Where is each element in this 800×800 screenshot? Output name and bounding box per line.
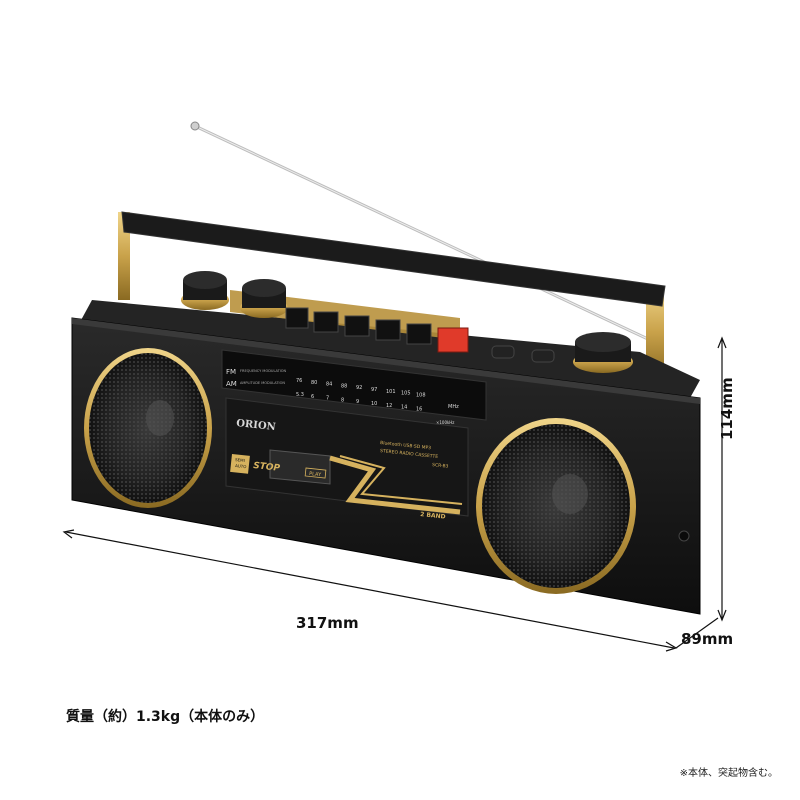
mhz-label: MHz xyxy=(448,404,459,410)
cassette-door[interactable]: ORION Bluetooth USB·SD MP3 STEREO RADIO … xyxy=(225,397,469,521)
fm-scale-tick-2: 84 xyxy=(326,382,332,388)
top-deck xyxy=(80,290,700,398)
am-scale: 5.3 6 7 8 9 10 12 14 16 xyxy=(296,392,422,412)
gold-stripe-decoration xyxy=(329,455,461,515)
fm-label: FM xyxy=(226,368,236,376)
fm-scale-tick-3: 88 xyxy=(341,383,347,389)
am-scale-tick-4: 9 xyxy=(356,399,359,405)
key-record[interactable] xyxy=(285,307,309,329)
height-dimension-label: 114mm xyxy=(718,377,736,440)
left-speaker xyxy=(84,348,212,508)
play-label-box xyxy=(304,467,327,479)
carry-handle xyxy=(118,211,666,378)
key-fast-forward[interactable] xyxy=(375,319,401,341)
function-button[interactable] xyxy=(491,345,515,359)
am-label: AM xyxy=(226,380,237,388)
tuner-panel: FM FREQUENCY MODULATION AM AMPLITUDE MOD… xyxy=(221,349,487,425)
brand-logo: ORION xyxy=(236,418,276,433)
fm-scale-tick-8: 108 xyxy=(416,392,426,398)
right-speaker xyxy=(476,418,636,594)
tone-knob[interactable] xyxy=(240,279,288,318)
footnote: ※本体、突起物含む。 xyxy=(679,768,778,779)
fm-scale-tick-7: 105 xyxy=(401,391,411,397)
weight-spec: 質量（約）1.3kg（本体のみ） xyxy=(66,709,265,725)
am-text: AMPLITUDE MODULATION xyxy=(240,381,285,385)
fm-scale-tick-4: 92 xyxy=(356,385,362,391)
tuning-knob[interactable] xyxy=(573,332,633,373)
am-scale-tick-7: 14 xyxy=(401,405,407,411)
fm-scale-tick-1: 80 xyxy=(311,380,317,386)
volume-knob[interactable] xyxy=(181,271,229,310)
fm-scale: 76 80 84 88 92 97 101 105 108 xyxy=(296,378,426,398)
am-scale-tick-5: 10 xyxy=(371,401,377,407)
auto-stop-badge xyxy=(230,454,250,474)
am-scale-tick-3: 8 xyxy=(341,397,344,403)
key-rewind[interactable] xyxy=(344,315,370,337)
band-label: 2 BAND xyxy=(420,511,446,521)
am-scale-tick-2: 7 xyxy=(326,396,329,402)
am-scale-tick-1: 6 xyxy=(311,394,314,400)
features-line1: Bluetooth USB·SD MP3 xyxy=(380,440,432,451)
key-play[interactable] xyxy=(313,311,339,333)
key-stop-eject[interactable] xyxy=(406,323,432,345)
fm-text: FREQUENCY MODULATION xyxy=(240,369,287,373)
depth-dimension-line xyxy=(675,617,719,649)
cassette-keys xyxy=(285,307,469,353)
antenna xyxy=(190,121,651,342)
auto-stop-line2: AUTO xyxy=(235,463,247,469)
top-small-buttons xyxy=(491,345,555,363)
key-pause[interactable] xyxy=(437,327,469,353)
am-scale-tick-0: 5.3 xyxy=(296,392,304,398)
am-scale-tick-8: 16 xyxy=(416,406,422,412)
fm-scale-tick-0: 76 xyxy=(296,378,302,384)
width-dimension-line xyxy=(65,531,675,649)
fm-scale-tick-5: 97 xyxy=(371,387,377,393)
khz-label: ×100kHz xyxy=(436,420,454,425)
auto-stop-line1: SEMI xyxy=(235,457,245,463)
fm-scale-tick-6: 101 xyxy=(386,389,396,395)
dimension-lines xyxy=(62,336,727,652)
side-jack[interactable] xyxy=(678,530,690,542)
am-scale-tick-6: 12 xyxy=(386,403,392,409)
model-number: SCR-B3 xyxy=(432,462,449,470)
band-switch[interactable] xyxy=(531,349,555,363)
play-label: PLAY xyxy=(309,471,323,478)
auto-stop-line3: STOP xyxy=(253,461,281,474)
width-dimension-label: 317mm xyxy=(296,614,359,632)
depth-dimension-label: 89mm xyxy=(681,630,734,648)
